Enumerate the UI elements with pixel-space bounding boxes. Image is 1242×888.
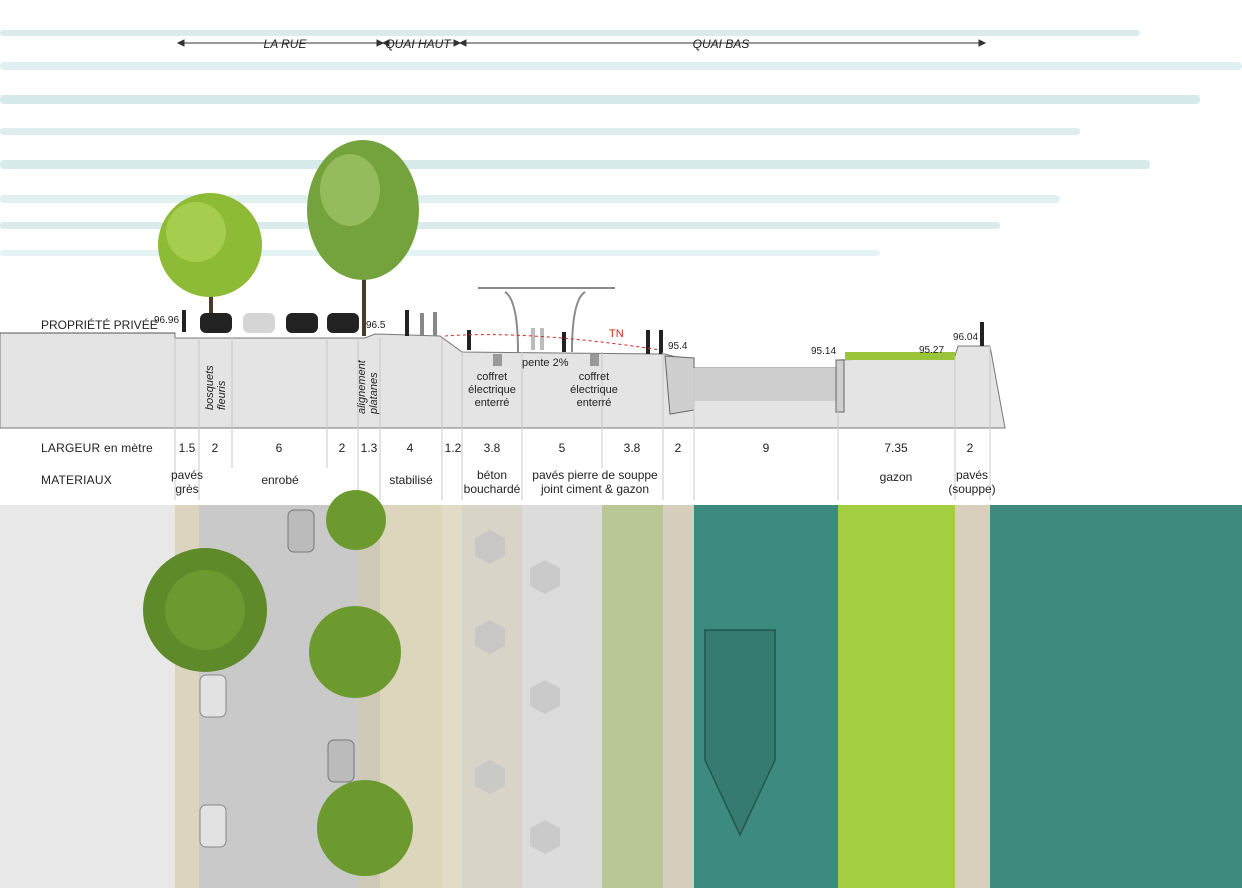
coffret-right-label: coffret électrique enterré [570,371,618,409]
canopy-structure [478,287,615,353]
width-value: 2 [674,441,682,455]
quay-wall-right [835,359,845,413]
plan-tree-3 [317,780,413,876]
elevation-label: 96.5 [366,320,386,331]
width-value: 1.5 [178,441,196,455]
plan-tree-4 [326,490,386,550]
cars-section [200,313,359,333]
width-value: 7.35 [884,441,908,455]
tree-section-left [158,193,262,330]
elevation-label: 96.96 [154,315,180,326]
widths-label: LARGEUR en mètre [41,441,153,455]
material-item: stabilisé [389,473,433,487]
plan-paves-edge [663,505,694,888]
quay-wall-left [664,355,695,415]
width-value: 5 [558,441,566,455]
elevation-label: 96.04 [953,332,979,343]
plan-view [0,490,1242,888]
plan-pavers-grass [602,505,663,888]
material-item: gazon [879,470,913,484]
grass-section [845,352,955,360]
plan-tree-2 [309,606,401,698]
property-label: PROPRIÉTÉ PRIVÉE [41,318,158,332]
bosquets-label: bosquets fleuris [204,365,228,410]
column-dividers [174,338,991,500]
width-value: 1.2 [444,441,462,455]
elevation-label: 95.4 [668,341,688,352]
width-value: 3.8 [483,441,501,455]
zone-quai-bas: QUAI BAS [692,37,750,51]
plan-river [990,505,1242,888]
coffret-left-label: coffret électrique enterré [468,371,516,409]
plan-paves-souppe [955,505,990,888]
zone-quai-haut: QUAI HAUT [385,37,451,51]
width-value: 1.3 [360,441,378,455]
tree-section-right [307,140,419,336]
canal-section [694,368,838,401]
width-value: 3.8 [623,441,641,455]
slope-label: pente 2% [522,357,569,369]
materials-label: MATERIAUX [41,473,112,487]
plan-beton [462,505,522,888]
elevation-label: 95.27 [919,345,945,356]
plan-strip [442,505,462,888]
width-value: 2 [966,441,974,455]
coffret-left-box [493,354,502,366]
coffret-right-box [590,354,599,366]
plan-grass [838,505,955,888]
width-value: 6 [275,441,283,455]
width-value: 4 [406,441,414,455]
width-value: 2 [211,441,219,455]
boat [704,629,776,837]
zone-la-rue: LA RUE [263,37,307,51]
width-value: 2 [338,441,346,455]
elevation-label: 95.14 [811,346,837,357]
people-silhouettes [182,310,984,354]
material-item: enrobé [261,473,299,487]
tn-dashed-line [444,334,661,351]
tn-label: TN [609,328,624,340]
material-item: pavés(souppe) [948,468,996,496]
width-value: 9 [762,441,770,455]
zone-dimension-line [176,39,987,47]
platanes-label: alignement platanes [356,360,380,414]
